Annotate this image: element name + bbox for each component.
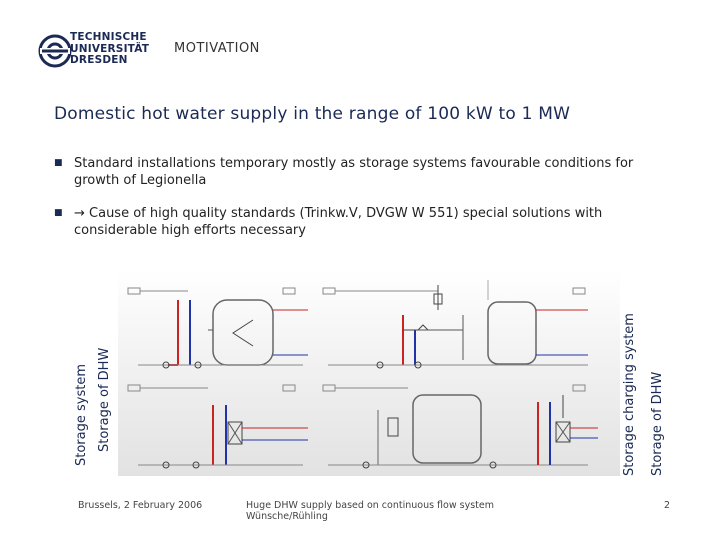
footer-authors: Wünsche/Rühling [246,511,328,522]
section-label: MOTIVATION [174,41,260,56]
bullet-marker-icon: ■ [54,208,63,218]
bullet-text: → Cause of high quality standards (Trink… [74,206,603,238]
label-storage-system: Storage system [74,364,89,466]
tu-dresden-logo [38,34,72,68]
label-storage-of-dhw-right: Storage of DHW [650,371,665,476]
logo-line: DRESDEN [70,54,128,66]
footer-talk-title: Huge DHW supply based on continuous flow… [246,500,494,511]
bullet-marker-icon: ■ [54,158,63,168]
diagram-storage-charging [322,384,598,469]
label-storage-charging-system: Storage charging system [622,313,637,476]
footer-date: Brussels, 2 February 2006 [78,500,203,511]
bullet-text: Standard installations temporary mostly … [74,156,634,188]
slide-title: Domestic hot water supply in the range o… [54,104,571,124]
hot-water-schematic [118,270,620,476]
logo-wordmark: TECHNISCHE UNIVERSITÄT DRESDEN [70,31,150,67]
logo-line: TECHNISCHE [70,31,147,43]
label-storage-of-dhw-left: Storage of DHW [97,347,112,452]
bullet-item: ■ → Cause of high quality standards (Tri… [54,205,674,239]
diagram-charging-system [322,280,588,369]
diagram-plate-hx [127,384,308,469]
footer-talk: Huge DHW supply based on continuous flow… [246,500,546,522]
page-number: 2 [664,500,671,511]
diagram-storage-hx [127,287,308,369]
logo-line: UNIVERSITÄT [70,42,150,55]
bullet-item: ■ Standard installations temporary mostl… [54,155,674,189]
